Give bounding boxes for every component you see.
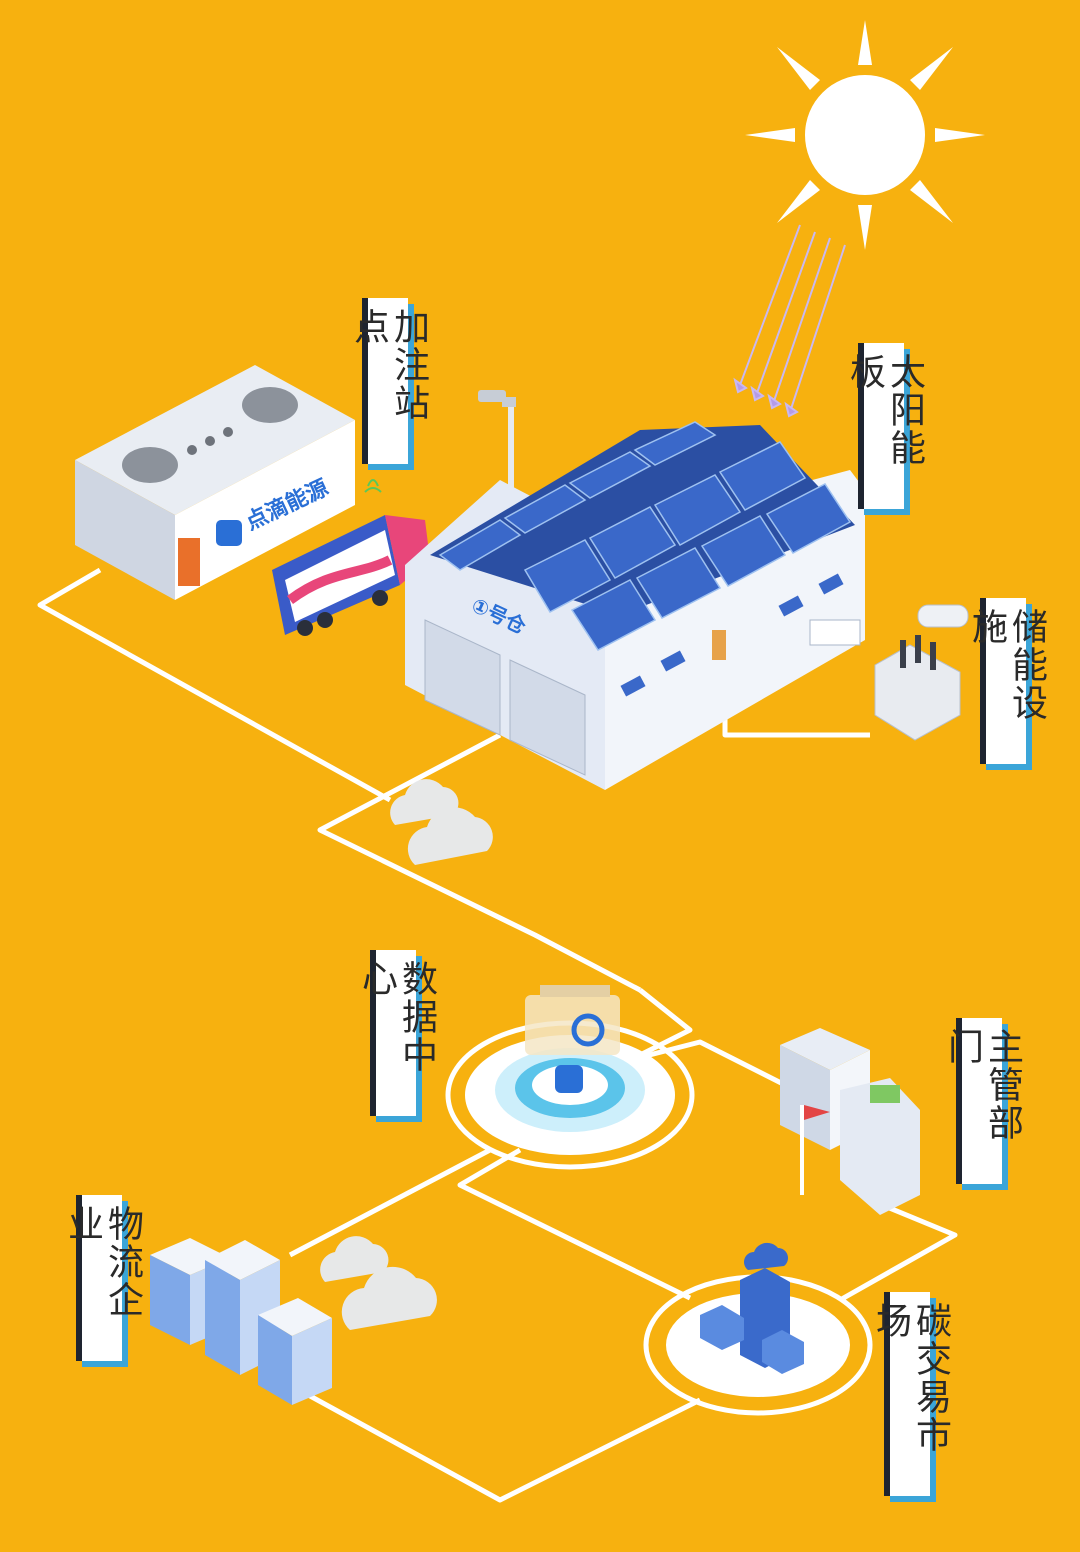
government-building-icon bbox=[780, 1028, 920, 1215]
label-storage-text: 储能设施 bbox=[966, 608, 1047, 722]
truck-icon bbox=[272, 479, 430, 636]
fuel-station-icon: 点滴能源 bbox=[75, 365, 355, 600]
line-logistics-to-bottom bbox=[288, 1382, 702, 1503]
label-solar-text: 太阳能板 bbox=[844, 353, 925, 467]
line-datacenter-to-carbon bbox=[457, 1147, 692, 1301]
line-datacenter-to-authority bbox=[629, 1039, 797, 1093]
label-datacenter: 数据中心 bbox=[356, 950, 437, 1116]
line-station-to-center bbox=[37, 567, 392, 803]
label-authority: 主管部门 bbox=[942, 1018, 1023, 1184]
label-logistics-text: 物流企业 bbox=[62, 1205, 143, 1319]
server-cloud-icon bbox=[666, 1242, 850, 1397]
label-authority-text: 主管部门 bbox=[942, 1028, 1023, 1142]
label-logistics: 物流企业 bbox=[62, 1195, 143, 1361]
label-carbon-text: 碳交易市场 bbox=[870, 1302, 951, 1454]
cloud-icon bbox=[390, 779, 493, 865]
cctv-camera-icon bbox=[478, 390, 516, 510]
datacenter-platform-icon bbox=[465, 985, 675, 1155]
label-station: 加注站点 bbox=[348, 298, 429, 464]
sun-icon bbox=[745, 20, 985, 250]
line-datacenter-to-logistics bbox=[288, 1147, 492, 1258]
label-datacenter-text: 数据中心 bbox=[356, 960, 437, 1074]
solar-panel-grid bbox=[438, 421, 852, 651]
label-solar: 太阳能板 bbox=[844, 343, 925, 509]
cloud-icon-2 bbox=[320, 1236, 437, 1330]
transformer-icon bbox=[874, 604, 969, 741]
label-carbon: 碳交易市场 bbox=[870, 1292, 951, 1496]
warehouse-icon: ①号仓 bbox=[405, 421, 865, 790]
office-buildings-icon bbox=[150, 1238, 332, 1405]
line-warehouse-to-cloud bbox=[317, 732, 642, 993]
line-authority-to-carbon bbox=[838, 1197, 958, 1303]
line-center-to-datacenter bbox=[628, 988, 693, 1063]
sunlight-rays bbox=[733, 224, 846, 418]
label-station-text: 加注站点 bbox=[348, 308, 429, 422]
label-storage: 储能设施 bbox=[966, 598, 1047, 764]
